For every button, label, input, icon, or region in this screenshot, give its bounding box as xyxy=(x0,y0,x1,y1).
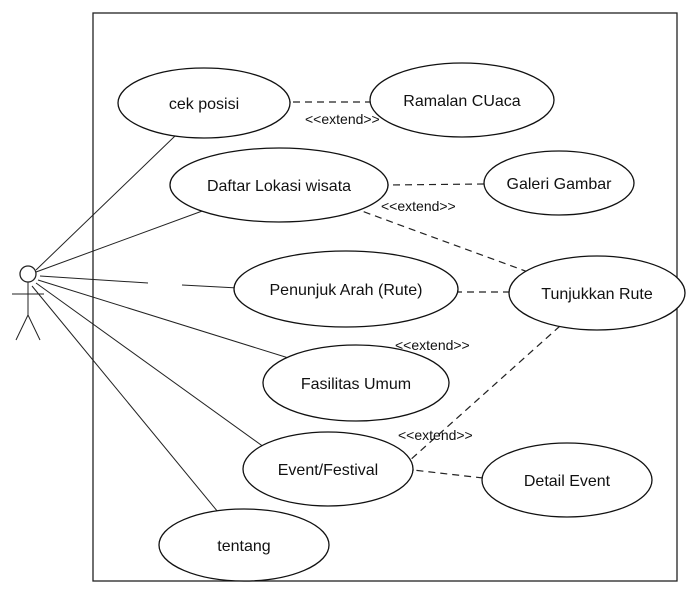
usecase-cek-posisi: cek posisi xyxy=(117,67,291,139)
usecase-tentang: tentang xyxy=(158,508,330,582)
extend-galeri-to-daftar xyxy=(388,184,485,185)
usecase-tunjukkan-rute: Tunjukkan Rute xyxy=(508,255,686,331)
usecase-galeri-gambar: Galeri Gambar xyxy=(483,150,635,216)
extend-label: <<extend>> xyxy=(398,427,473,443)
usecase-penunjuk-arah: Penunjuk Arah (Rute) xyxy=(233,250,459,328)
usecase-label: Ramalan CUaca xyxy=(403,93,520,110)
usecase-label: Penunjuk Arah (Rute) xyxy=(270,282,423,299)
extend-rute-to-event xyxy=(399,325,561,470)
usecase-label: Tunjukkan Rute xyxy=(541,286,653,303)
assoc-cek-posisi xyxy=(35,135,176,271)
assoc-fasilitas-umum xyxy=(37,279,296,361)
usecase-label: cek posisi xyxy=(169,96,239,113)
usecase-label: tentang xyxy=(217,538,270,555)
usecase-daftar-lokasi-wisata: Daftar Lokasi wisata xyxy=(169,147,389,223)
actor-right-leg xyxy=(27,314,41,341)
usecase-label: Galeri Gambar xyxy=(507,176,613,193)
extend-label: <<extend>> xyxy=(305,111,380,127)
usecase-detail-event: Detail Event xyxy=(481,442,653,518)
actor-left-leg xyxy=(15,314,29,341)
usecase-ramalan-cuaca: Ramalan CUaca xyxy=(369,62,555,138)
actor-user xyxy=(12,265,44,341)
assoc-daftar-lokasi xyxy=(35,209,206,273)
actor-head xyxy=(19,265,37,283)
usecase-label: Fasilitas Umum xyxy=(301,376,411,393)
assoc-penunjuk-arah-part2 xyxy=(181,284,239,289)
extend-label: <<extend>> xyxy=(381,198,456,214)
assoc-tentang xyxy=(31,285,219,513)
assoc-penunjuk-arah-part1 xyxy=(39,275,149,284)
extend-detail-to-event xyxy=(413,470,484,479)
usecase-event-festival: Event/Festival xyxy=(242,431,414,507)
extend-label: <<extend>> xyxy=(395,337,470,353)
usecase-label: Detail Event xyxy=(524,473,611,490)
extend-rute-to-daftar xyxy=(359,210,529,273)
usecase-label: Event/Festival xyxy=(278,462,378,479)
usecase-label: Daftar Lokasi wisata xyxy=(207,178,351,195)
usecase-fasilitas-umum: Fasilitas Umum xyxy=(262,344,450,422)
assoc-event-festival xyxy=(35,282,276,456)
